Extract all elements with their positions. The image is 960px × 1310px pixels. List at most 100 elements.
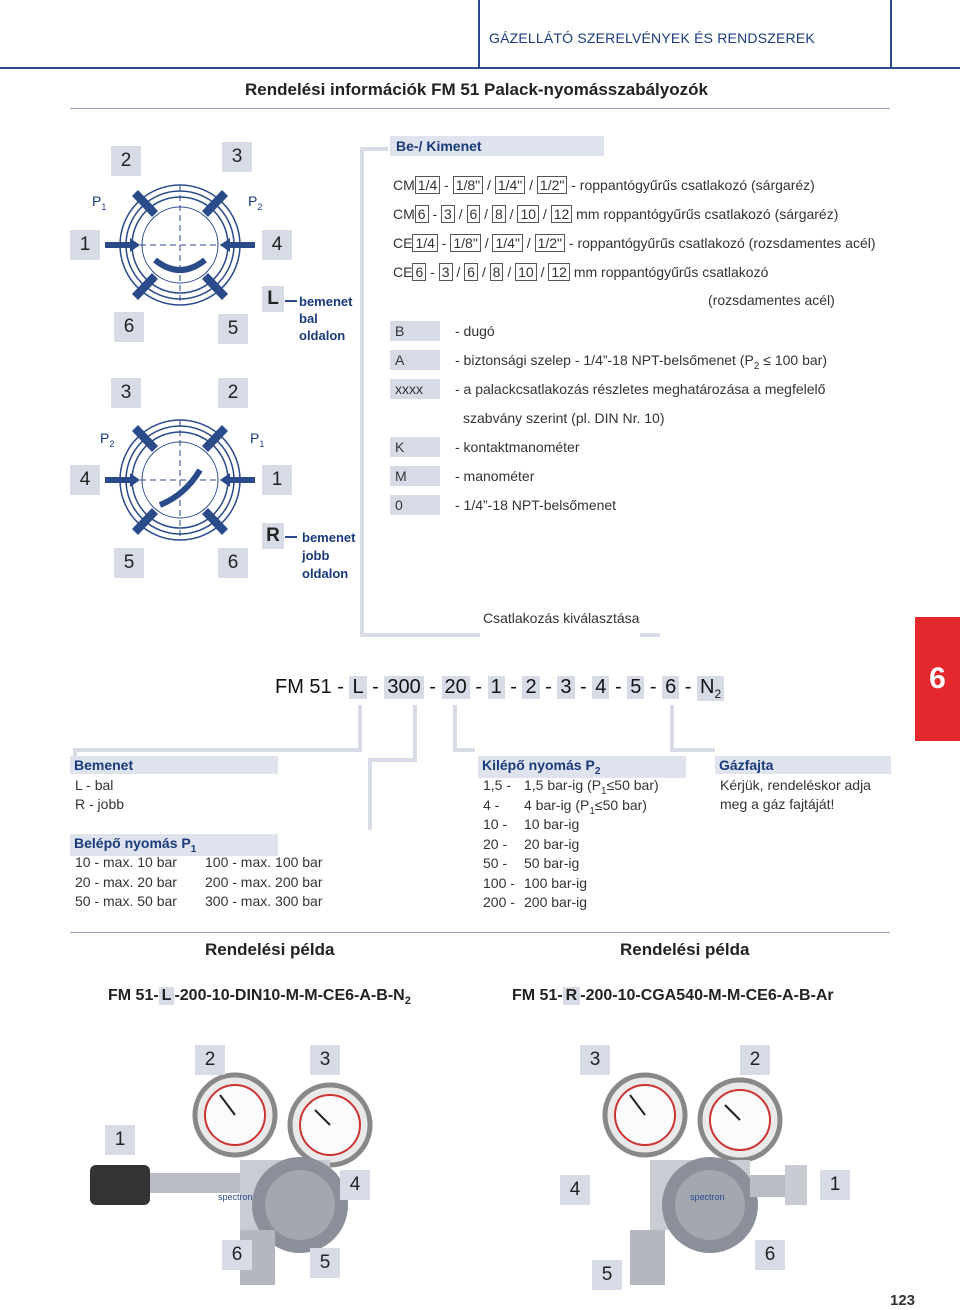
example-label: 4 bbox=[340, 1170, 370, 1200]
connector-size-box: 12 bbox=[550, 205, 573, 223]
connector-size-box: 3 bbox=[441, 205, 455, 223]
connector-size-box: 6 bbox=[464, 263, 478, 281]
bracket-bottom bbox=[360, 633, 480, 637]
connector-description: - roppantógyűrűs csatlakozó (sárgaréz) bbox=[567, 177, 815, 193]
header-rule bbox=[0, 67, 960, 69]
connector-sep: / bbox=[525, 177, 537, 193]
order-part-inlet: L bbox=[349, 676, 367, 699]
connector-size-box: 1/8" bbox=[452, 176, 484, 194]
bemenet-heading: Bemenet bbox=[70, 756, 278, 774]
header-title: GÁZELLÁTÓ SZERELVÉNYEK ÉS RENDSZEREK bbox=[489, 30, 815, 46]
connector-code-text: szabvány szerint (pl. DIN Nr. 10) bbox=[463, 410, 665, 426]
pressure-p1-label: P1 bbox=[92, 193, 107, 212]
port-label-4: 4 bbox=[70, 465, 100, 495]
order-part-outlet-pressure: 20 bbox=[441, 676, 470, 699]
port-label-3: 3 bbox=[111, 378, 141, 408]
connector-sep: / bbox=[452, 264, 465, 280]
order-part-port-5: 5 bbox=[627, 676, 645, 699]
connector-sep: / bbox=[539, 206, 551, 222]
diagram-right-inlet bbox=[105, 419, 255, 541]
connector-code-box: 0 bbox=[390, 495, 440, 515]
port-label-1: 1 bbox=[262, 465, 292, 495]
belepo-item: 100 - max. 100 bar bbox=[205, 854, 323, 870]
belepo-item: 20 - max. 20 bar bbox=[75, 874, 177, 890]
order-part-gas: N2 bbox=[697, 676, 725, 701]
connector-size-box: 1/4 bbox=[414, 176, 441, 194]
connector-code-text: - kontaktmanométer bbox=[455, 439, 580, 455]
example-label: 4 bbox=[560, 1175, 590, 1205]
port-label-1: 1 bbox=[70, 230, 100, 260]
connector-code-box: B bbox=[390, 321, 440, 341]
example-label: 1 bbox=[820, 1170, 850, 1200]
example-label: 6 bbox=[755, 1240, 785, 1270]
kilepo-value: 20 - bbox=[483, 835, 508, 852]
connector-size-box: 1/2" bbox=[534, 234, 566, 252]
example-code-right: FM 51-R-200-10-CGA540-M-M-CE6-A-B-Ar bbox=[512, 987, 834, 1005]
connector-code: CM bbox=[393, 206, 415, 222]
connector-size-box: 1/4 bbox=[412, 234, 438, 252]
connector-code-text: - dugó bbox=[455, 323, 495, 339]
regulator-photo-left bbox=[90, 1072, 373, 1285]
order-code-brackets bbox=[73, 705, 715, 830]
kilepo-value: 50 - bbox=[483, 855, 508, 871]
connector-size-box: 6 bbox=[466, 205, 481, 223]
port-label-5: 5 bbox=[114, 548, 144, 578]
connector-code-box: A bbox=[390, 350, 440, 370]
section-tab: 6 bbox=[915, 617, 960, 741]
connector-size-box: 1/4" bbox=[494, 176, 526, 194]
kilepo-value: 4 - bbox=[483, 796, 500, 813]
bracket-vertical bbox=[360, 147, 364, 637]
header-divider-right bbox=[890, 0, 892, 68]
example-label: 6 bbox=[222, 1240, 252, 1270]
regulator-photo-right bbox=[602, 1072, 807, 1285]
connector-size-box: 6 bbox=[412, 263, 427, 281]
port-label-2: 2 bbox=[218, 378, 248, 408]
bemenet-item: L - bal bbox=[75, 777, 114, 793]
kilepo-description: 200 bar-ig bbox=[524, 894, 588, 910]
connector-code-text: - manométer bbox=[455, 468, 535, 484]
order-part-port-2: 2 bbox=[522, 676, 540, 699]
brand-logo-left: spectron bbox=[218, 1192, 253, 1202]
connector-sep: / bbox=[522, 235, 535, 251]
belepo-item: 200 - max. 200 bar bbox=[205, 874, 323, 890]
connector-continuation: (rozsdamentes acél) bbox=[708, 292, 835, 308]
connector-size-box: 10 bbox=[515, 263, 537, 281]
port-label-3: 3 bbox=[222, 142, 252, 172]
connector-code-text: - 1/4”-18 NPT-belsőmenet bbox=[455, 497, 617, 513]
gazfajta-line: meg a gáz fajtáját! bbox=[720, 796, 835, 812]
bemenet-item: R - jobb bbox=[75, 796, 125, 812]
port-label-4: 4 bbox=[262, 230, 292, 260]
selection-label: Csatlakozás kiválasztása bbox=[483, 610, 640, 626]
connector-code: CE bbox=[393, 235, 413, 251]
bracket-top bbox=[360, 147, 388, 151]
examples-rule bbox=[70, 932, 890, 933]
connector-sep: / bbox=[480, 235, 493, 251]
order-prefix: FM 51 - bbox=[275, 676, 344, 698]
diagram-left-inlet bbox=[105, 184, 255, 306]
connector-sep: / bbox=[477, 264, 490, 280]
bracket-bottom-right bbox=[640, 633, 660, 637]
connector-description: mm roppantógyűrűs csatlakozó (sárgaréz) bbox=[572, 206, 839, 222]
connector-sep: / bbox=[503, 264, 516, 280]
header-divider-left bbox=[478, 0, 480, 68]
kilepo-value: 10 - bbox=[483, 816, 508, 832]
kilepo-description: 20 bar-ig bbox=[524, 835, 580, 852]
connector-sep: / bbox=[480, 206, 492, 222]
port-label-2: 2 bbox=[111, 146, 141, 176]
connector-code-box: M bbox=[390, 466, 440, 486]
page-number: 123 bbox=[890, 1292, 916, 1309]
kilepo-value: 1,5 - bbox=[483, 777, 512, 793]
connector-code-box: K bbox=[390, 437, 440, 457]
connector-code: CM bbox=[393, 177, 415, 193]
order-part-inlet-pressure: 300 bbox=[384, 676, 424, 699]
kilepo-value: 200 - bbox=[483, 894, 515, 910]
port-label-5: 5 bbox=[218, 314, 248, 344]
example-label: 5 bbox=[592, 1260, 622, 1290]
belepo-item: 10 - max. 10 bar bbox=[75, 854, 177, 870]
connector-sep: / bbox=[536, 264, 549, 280]
